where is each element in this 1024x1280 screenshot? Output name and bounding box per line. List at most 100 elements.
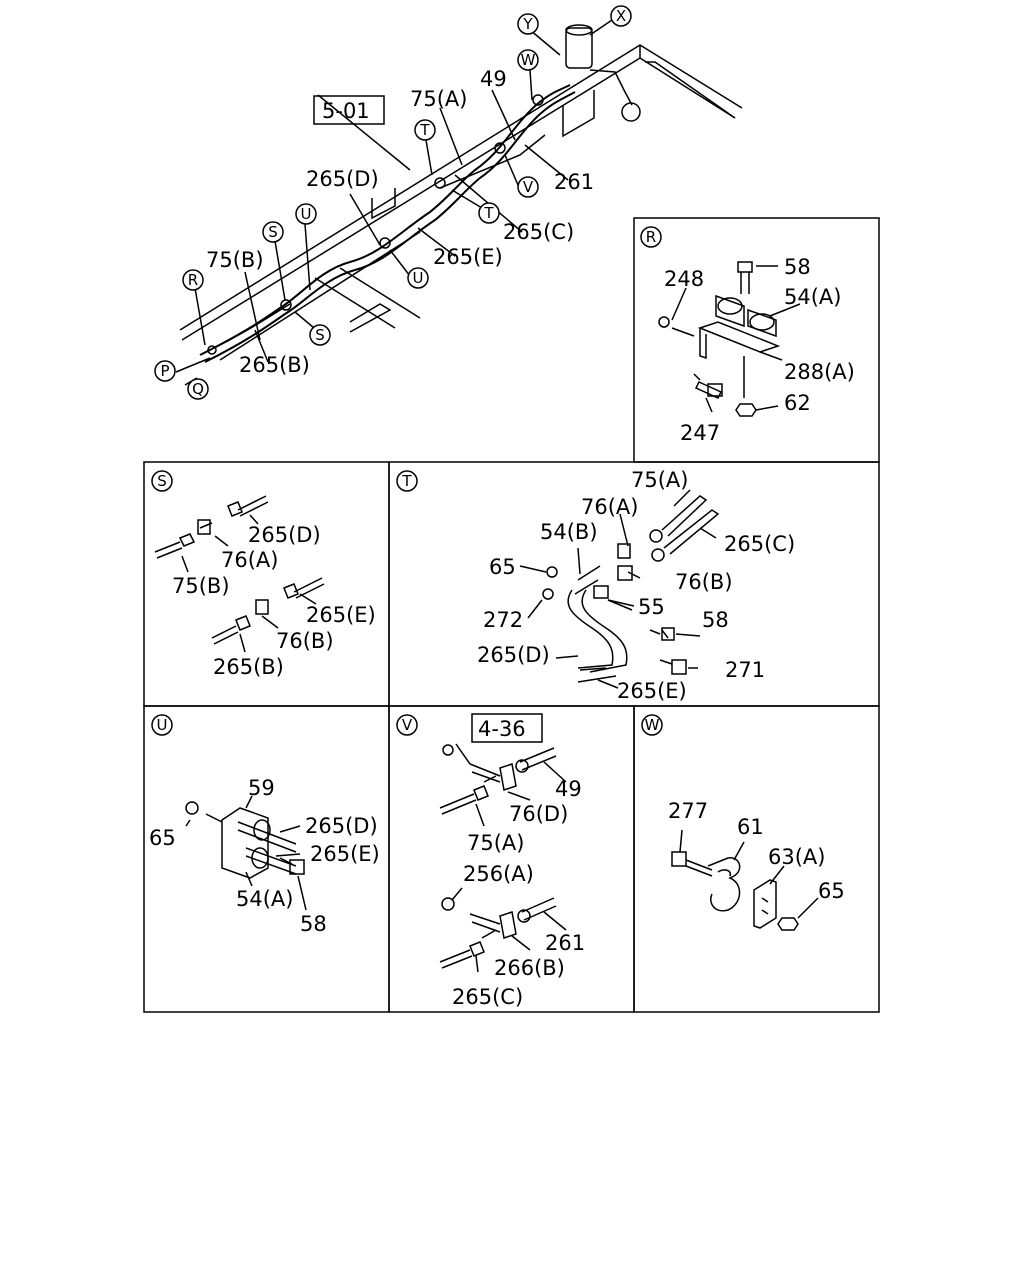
t-label-55: 55	[638, 595, 665, 619]
r-label-247: 247	[680, 421, 720, 445]
v-label-265c: 265(C)	[452, 985, 523, 1009]
panel-w-tag-circle	[641, 714, 663, 736]
panel-s-tag-circle	[151, 470, 173, 492]
w-label-63a: 63(A)	[768, 845, 825, 869]
callout-r: R	[188, 271, 198, 289]
v-label-75a: 75(A)	[467, 831, 524, 855]
panel-u-tag-circle	[151, 714, 173, 736]
panel-t: T 75(A) 76(A) 54(B) 265(C) 65	[396, 468, 795, 703]
v-label-256a: 256(A)	[463, 862, 534, 886]
panel-t-tag: T	[401, 472, 412, 490]
panel-s: S 265(D) 76(A) 75(B) 265(E) 76(B) 265(B)	[151, 470, 376, 679]
label-265b: 265(B)	[239, 353, 310, 377]
callout-s2: S	[315, 326, 325, 344]
double-clip-drawing	[185, 795, 307, 911]
callout-t2: T	[483, 204, 494, 222]
v-label-76d: 76(D)	[509, 802, 568, 826]
t-label-76b: 76(B)	[675, 570, 733, 594]
t-label-265d: 265(D)	[477, 643, 550, 667]
t-label-65: 65	[489, 555, 516, 579]
fittings-drawing	[154, 495, 325, 653]
overview-ref-box[interactable]	[313, 95, 385, 125]
callout-p: P	[160, 362, 169, 380]
overview-part-labels: 75(A) 49 261 265(D) 265(C) 265(E) 75(B) …	[206, 67, 594, 377]
overview-ref-text: 5-01	[322, 99, 370, 123]
callout-u1: U	[301, 205, 312, 223]
w-label-61: 61	[737, 815, 764, 839]
s-label-76a: 76(A)	[221, 548, 278, 572]
r-label-248: 248	[664, 267, 704, 291]
s-label-76b: 76(B)	[276, 629, 334, 653]
t-label-54b: 54(B)	[540, 520, 598, 544]
callout-v: V	[523, 178, 534, 196]
u-label-54a: 54(A)	[236, 887, 293, 911]
callout-w: W	[521, 51, 536, 69]
label-75b: 75(B)	[206, 248, 264, 272]
w-label-277: 277	[668, 799, 708, 823]
panel-t-labels: 75(A) 76(A) 54(B) 265(C) 65 76(B) 55 272…	[477, 468, 795, 703]
callout-x: X	[616, 7, 626, 25]
r-label-62: 62	[784, 391, 811, 415]
label-49: 49	[480, 67, 507, 91]
panel-r-tag-circle	[640, 226, 662, 248]
callout-u2: U	[413, 269, 424, 287]
callout-q: Q	[192, 380, 204, 398]
s-label-265e: 265(E)	[306, 603, 376, 627]
s-label-265b: 265(B)	[213, 655, 284, 679]
v-label-49: 49	[555, 777, 582, 801]
callout-t1: T	[419, 121, 430, 139]
u-label-265d: 265(D)	[305, 814, 378, 838]
panel-v-labels: 49 76(D) 75(A) 256(A) 261 266(B) 265(C)	[452, 777, 585, 1009]
tee-fittings-drawing	[439, 743, 567, 973]
overview-callout-letters: Y X W T T V S S U U R P Q	[160, 7, 626, 398]
r-label-288a: 288(A)	[784, 360, 855, 384]
panel-s-tag: S	[157, 472, 167, 490]
label-261: 261	[554, 170, 594, 194]
s-label-75b: 75(B)	[172, 574, 230, 598]
pipe-clip-drawing	[671, 829, 819, 931]
panel-v-tag-circle	[396, 714, 418, 736]
t-label-265c: 265(C)	[724, 532, 795, 556]
u-label-59: 59	[248, 776, 275, 800]
panel-borders	[143, 217, 880, 1013]
panel-u-labels: 59 265(D) 65 265(E) 54(A) 58	[149, 776, 380, 936]
pipe-junction-drawing	[519, 489, 720, 689]
panel-w-tag: W	[645, 716, 660, 734]
u-label-58: 58	[300, 912, 327, 936]
u-label-265e: 265(E)	[310, 842, 380, 866]
panel-r-labels: 58 248 54(A) 288(A) 62 247	[664, 255, 855, 445]
v-label-261: 261	[545, 931, 585, 955]
t-label-58: 58	[702, 608, 729, 632]
overview-callouts	[154, 5, 632, 400]
s-label-265d: 265(D)	[248, 523, 321, 547]
panel-u-tag: U	[157, 716, 168, 734]
callout-s1: S	[268, 223, 278, 241]
w-label-65: 65	[818, 879, 845, 903]
panel-u: U 59 265(D) 65 265(E) 54(A) 58	[149, 714, 380, 936]
panel-v-tag: V	[402, 716, 413, 734]
u-label-65: 65	[149, 826, 176, 850]
panel-w: W 277 61 63(A) 65	[641, 714, 845, 931]
clip-bracket-drawing	[658, 261, 801, 417]
t-label-271: 271	[725, 658, 765, 682]
panel-v-ref-box[interactable]	[471, 713, 543, 743]
panel-r: R 58 248 54(A) 288(A) 62 247	[640, 226, 855, 445]
label-265c: 265(C)	[503, 220, 574, 244]
t-label-272: 272	[483, 608, 523, 632]
t-label-76a: 76(A)	[581, 495, 638, 519]
label-75a: 75(A)	[410, 87, 467, 111]
label-265d: 265(D)	[306, 167, 379, 191]
v-label-266b: 266(B)	[494, 956, 565, 980]
callout-y: Y	[522, 15, 533, 33]
panel-t-tag-circle	[396, 470, 418, 492]
r-label-58: 58	[784, 255, 811, 279]
panel-s-labels: 265(D) 76(A) 75(B) 265(E) 76(B) 265(B)	[172, 523, 376, 679]
panel-v-ref-text: 4-36	[478, 717, 526, 741]
t-label-75a: 75(A)	[631, 468, 688, 492]
overview-assembly	[175, 19, 743, 386]
panel-w-labels: 277 61 63(A) 65	[668, 799, 845, 903]
panel-v: V 4-36 49 76(D) 75(A) 256(	[396, 713, 585, 1009]
t-label-265e: 265(E)	[617, 679, 687, 703]
panel-r-tag: R	[646, 228, 656, 246]
